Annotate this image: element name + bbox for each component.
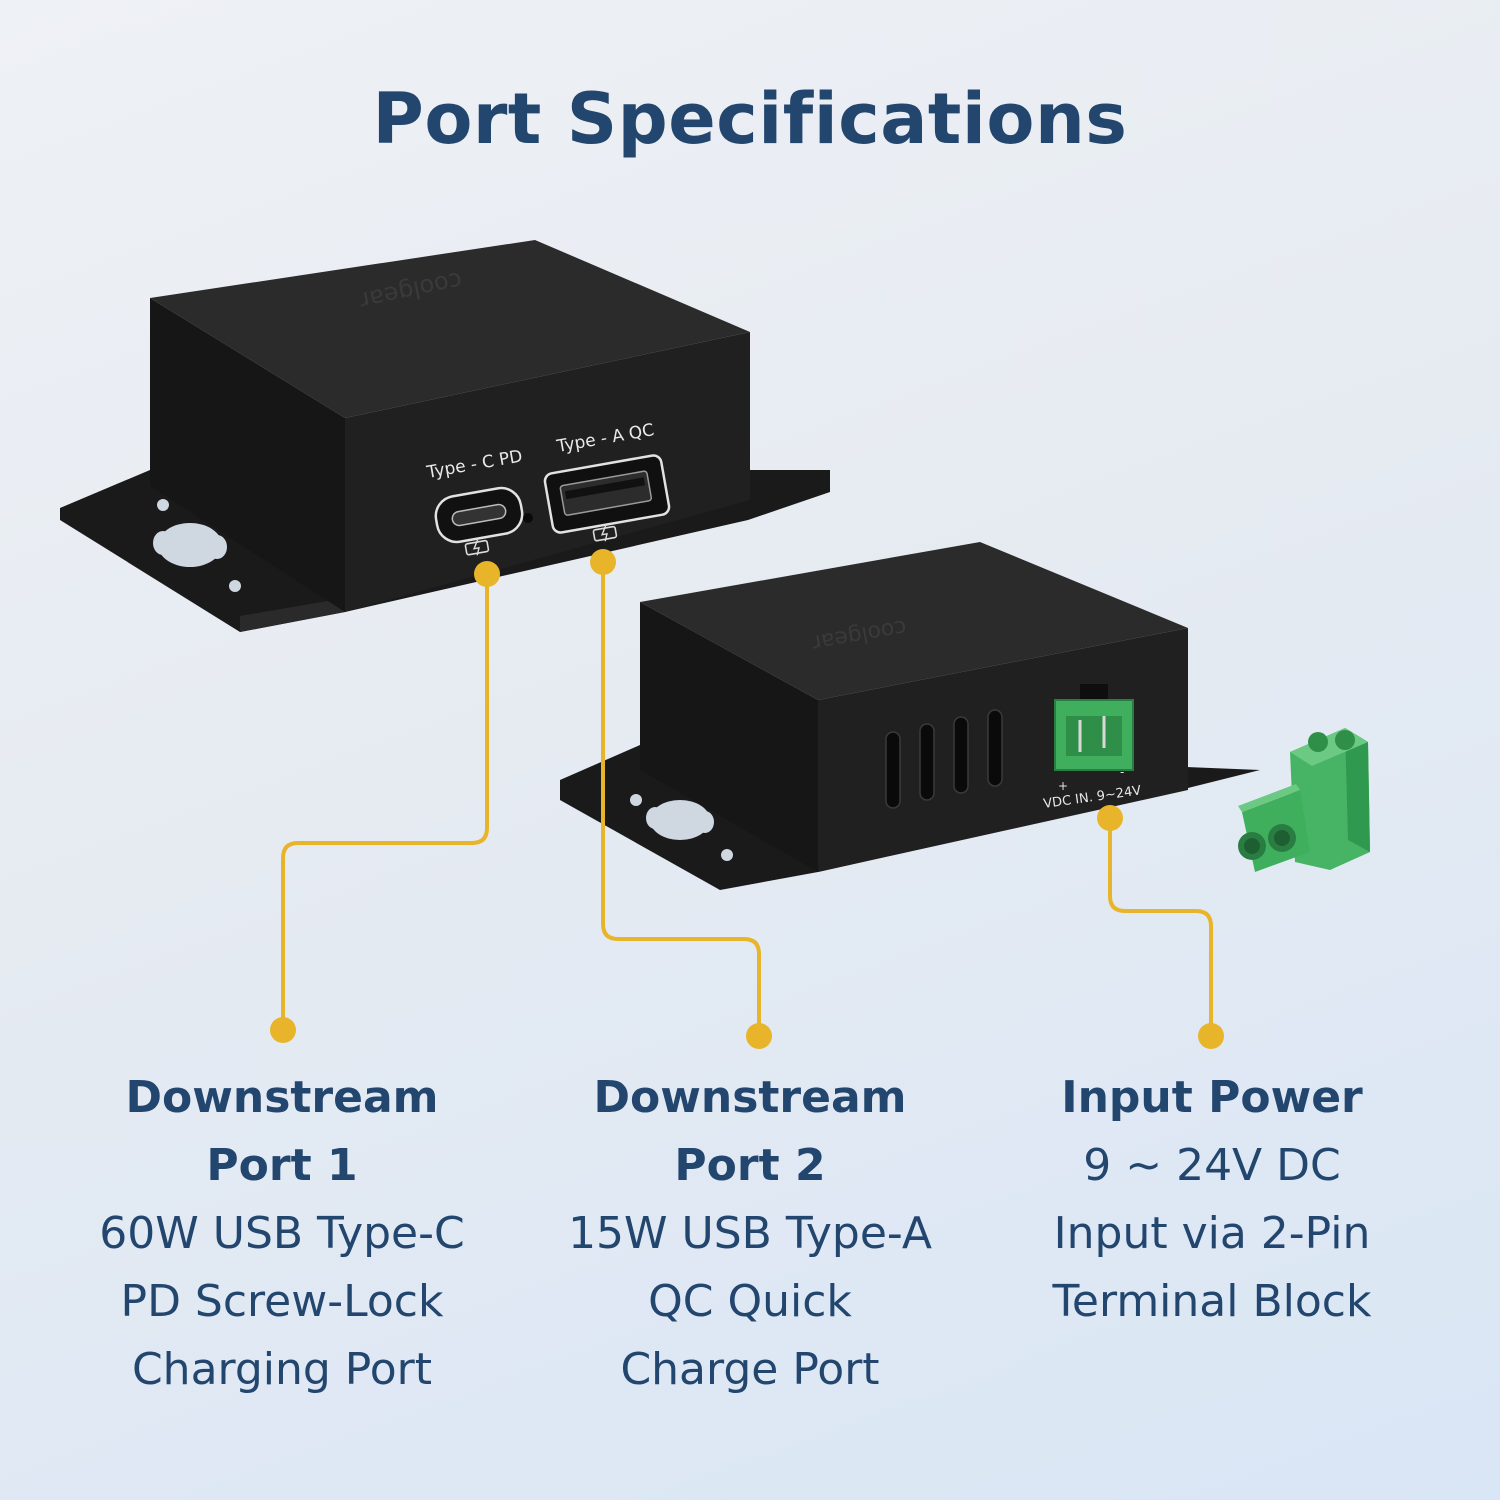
terminal-block-plug bbox=[1238, 728, 1370, 872]
mount-slot bbox=[650, 800, 710, 840]
callout-heading: Input Power bbox=[1061, 1072, 1363, 1123]
device-front-view: coolgear Type - C PD Type - A QC bbox=[60, 240, 830, 632]
charging-icon bbox=[592, 525, 618, 542]
callout-body: Charging Port bbox=[131, 1344, 433, 1395]
callout-leaders bbox=[281, 562, 1213, 1036]
callout-port-1: Downstream Port 1 60W USB Type-C PD Scre… bbox=[52, 1064, 512, 1404]
page-title: Port Specifications bbox=[372, 78, 1128, 160]
callout-input-power: Input Power 9 ~ 24V DC Input via 2-Pin T… bbox=[982, 1064, 1442, 1336]
callout-body: PD Screw-Lock bbox=[120, 1276, 444, 1327]
callout-body: 9 ~ 24V DC bbox=[1083, 1140, 1341, 1191]
callout-body: Terminal Block bbox=[1052, 1276, 1372, 1327]
callout-heading: Port 2 bbox=[674, 1140, 826, 1191]
callout-body: QC Quick bbox=[648, 1276, 852, 1327]
callout-heading: Downstream bbox=[125, 1072, 439, 1123]
mount-slot bbox=[158, 523, 222, 567]
callout-body: 15W USB Type-A bbox=[568, 1208, 932, 1259]
callout-body: 60W USB Type-C bbox=[99, 1208, 465, 1259]
callout-port-2: Downstream Port 2 15W USB Type-A QC Quic… bbox=[520, 1064, 980, 1404]
status-led bbox=[523, 513, 533, 523]
vent-slots bbox=[885, 709, 1003, 809]
callout-body: Input via 2-Pin bbox=[1053, 1208, 1371, 1259]
callout-heading: Downstream bbox=[593, 1072, 907, 1123]
device-rear-view: coolgear + - VDC IN. 9~24V bbox=[560, 542, 1260, 890]
callout-dots bbox=[270, 549, 1224, 1049]
callout-body: Charge Port bbox=[620, 1344, 880, 1395]
polarity-minus: - bbox=[1120, 765, 1124, 779]
charging-icon bbox=[464, 539, 490, 556]
polarity-plus: + bbox=[1058, 779, 1068, 793]
callout-heading: Port 1 bbox=[206, 1140, 358, 1191]
